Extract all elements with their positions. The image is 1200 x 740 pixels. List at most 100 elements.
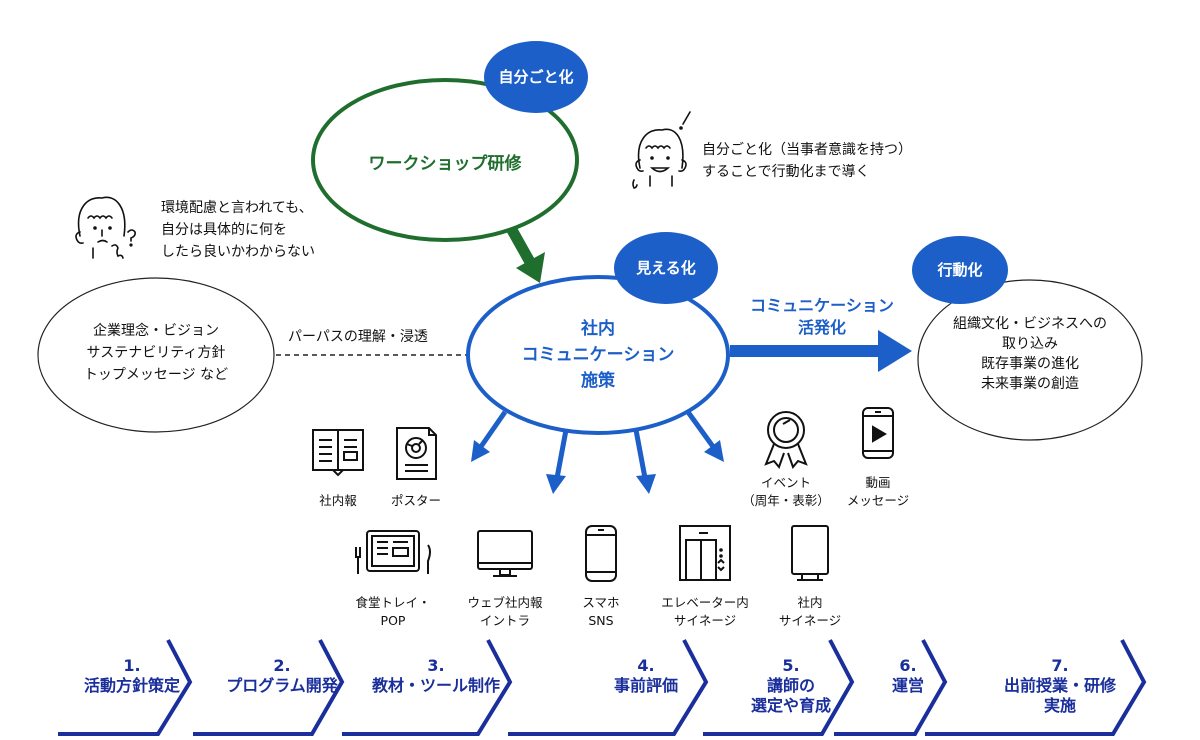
philosophy-text: 企業理念・ビジョン サステナビリティ方針 トップメッセージ など (56, 320, 256, 386)
step-number: 5. (782, 656, 800, 675)
arrow-label-line: コミュニケーション (750, 296, 894, 315)
media-label-elevator: エレベーター内 サイネージ (655, 594, 755, 630)
center-text: 社内 コミュニケーション 施策 (490, 316, 706, 394)
step-line: プログラム開発 (226, 676, 338, 695)
person-confused-line: 自分は具体的に何を (161, 222, 287, 238)
arrow-label-line: 活発化 (797, 318, 846, 337)
center-badge (614, 232, 718, 304)
media-label-event: イベント （周年・表彰） (736, 474, 836, 510)
philosophy-line: トップメッセージ など (83, 367, 229, 383)
step-1: 1. 活動方針策定 (64, 656, 200, 696)
media-label-poster: ポスター (390, 493, 441, 508)
media-label-web: ウェブ社内報 イントラ (460, 594, 550, 630)
step-line: 選定や育成 (750, 696, 831, 715)
main-blue-arrow (730, 330, 912, 372)
workshop-ellipse (311, 78, 579, 242)
step-line: 講師の (766, 676, 815, 695)
step-3: 3. 教材・ツール制作 (356, 656, 516, 696)
step-2: 2. プログラム開発 (212, 656, 352, 696)
smartphone-icon (585, 525, 617, 582)
person-confused-text: 環境配慮と言われても、 自分は具体的に何を したら良いかわからない (161, 197, 361, 263)
media-label-line: メッセージ (846, 493, 910, 508)
person-happy-line: 自分ごと化（当事者意識を持つ） (702, 142, 912, 158)
media-label-line: POP (380, 613, 406, 628)
media-label-line: ウェブ社内報 (467, 595, 543, 610)
poster-icon (396, 427, 437, 480)
step-number: 1. (123, 656, 141, 675)
outcome-line: 組織文化・ビジネスへの (953, 316, 1107, 332)
center-ellipse (466, 275, 730, 435)
step-chevron-1 (58, 639, 193, 736)
monitor-icon (477, 530, 533, 577)
phone-video-icon (862, 407, 894, 459)
step-line: 活動方針策定 (83, 676, 180, 695)
media-label-line: 社内 (797, 595, 823, 610)
step-line: 運営 (891, 676, 924, 695)
outcome-line: 既存事業の進化 (981, 356, 1079, 372)
person-happy-text: 自分ごと化（当事者意識を持つ） することで行動化まで導く (702, 139, 962, 183)
media-label-line: エレベーター内 (661, 595, 749, 610)
step-number: 4. (637, 656, 655, 675)
outcome-text: 組織文化・ビジネスへの 取り込み 既存事業の進化 未来事業の創造 (925, 314, 1135, 394)
media-label-line: （周年・表彰） (742, 493, 830, 508)
ray-arrow-3 (633, 429, 648, 479)
arrow-label: コミュニケーション 活発化 (730, 295, 914, 339)
step-number: 7. (1051, 656, 1069, 675)
step-number: 2. (273, 656, 291, 675)
center-line: コミュニケーション (521, 345, 675, 365)
step-line: 事前評価 (613, 676, 678, 695)
ray-arrow-2 (554, 429, 569, 479)
media-label-book: 社内報 (319, 493, 357, 508)
step-chevron-5 (703, 639, 855, 736)
media-label-video: 動画 メッセージ (838, 474, 918, 510)
media-label-line: SNS (588, 613, 614, 628)
radiating-arrows (477, 410, 717, 479)
outcome-ellipse (917, 279, 1143, 441)
step-4: 4. 事前評価 (586, 656, 706, 696)
media-label-line: イントラ (479, 613, 530, 628)
step-number: 3. (427, 656, 445, 675)
media-label-line: サイネージ (778, 613, 842, 628)
ray-arrowhead-2 (546, 474, 566, 494)
step-5: 5. 講師の 選定や育成 (736, 656, 846, 716)
purpose-label: パーパスの理解・浸透 (288, 329, 428, 345)
ray-arrowhead-1 (471, 440, 490, 462)
philosophy-ellipse (37, 277, 275, 433)
ray-arrowhead-3 (636, 474, 656, 494)
book-icon (312, 429, 364, 477)
step-chevron-7 (925, 639, 1147, 736)
person-confused-line: したら良いかわからない (161, 244, 315, 260)
step-6: 6. 運営 (868, 656, 948, 696)
center-line: 施策 (581, 371, 615, 391)
media-label-smartphone: スマホ SNS (566, 594, 636, 630)
tray-icon (355, 530, 431, 574)
step-chevron-2 (193, 639, 345, 736)
media-label-line: スマホ (582, 595, 620, 610)
workshop-badge (484, 41, 588, 113)
workshop-badge-label: 自分ごと化 (498, 68, 574, 86)
center-badge-label: 見える化 (636, 259, 696, 277)
workshop-label: ワークショップ研修 (368, 154, 522, 174)
ray-arrowhead-4 (704, 440, 724, 462)
step-chevrons (58, 639, 1147, 736)
media-label-line: イベント (760, 475, 811, 490)
ray-arrow-1 (477, 410, 508, 450)
person-exclaim-icon (632, 111, 691, 189)
ray-arrow-4 (685, 410, 717, 450)
center-line: 社内 (581, 319, 615, 339)
outcome-line: 取り込み (1002, 336, 1058, 352)
step-line: 実施 (1043, 696, 1076, 715)
person-happy-line: することで行動化まで導く (702, 164, 870, 180)
step-number: 6. (899, 656, 917, 675)
outcome-badge-label: 行動化 (937, 261, 983, 279)
person-confused-line: 環境配慮と言われても、 (161, 200, 313, 216)
elevator-icon (679, 525, 731, 581)
media-label-tray: 食堂トレイ・ POP (348, 594, 438, 630)
media-label-line: サイネージ (673, 613, 737, 628)
step-line: 教材・ツール制作 (371, 676, 500, 695)
person-question-icon (75, 196, 136, 259)
media-label-line: 動画 (865, 475, 891, 490)
philosophy-line: サステナビリティ方針 (86, 345, 226, 361)
outcome-badge (912, 236, 1008, 304)
